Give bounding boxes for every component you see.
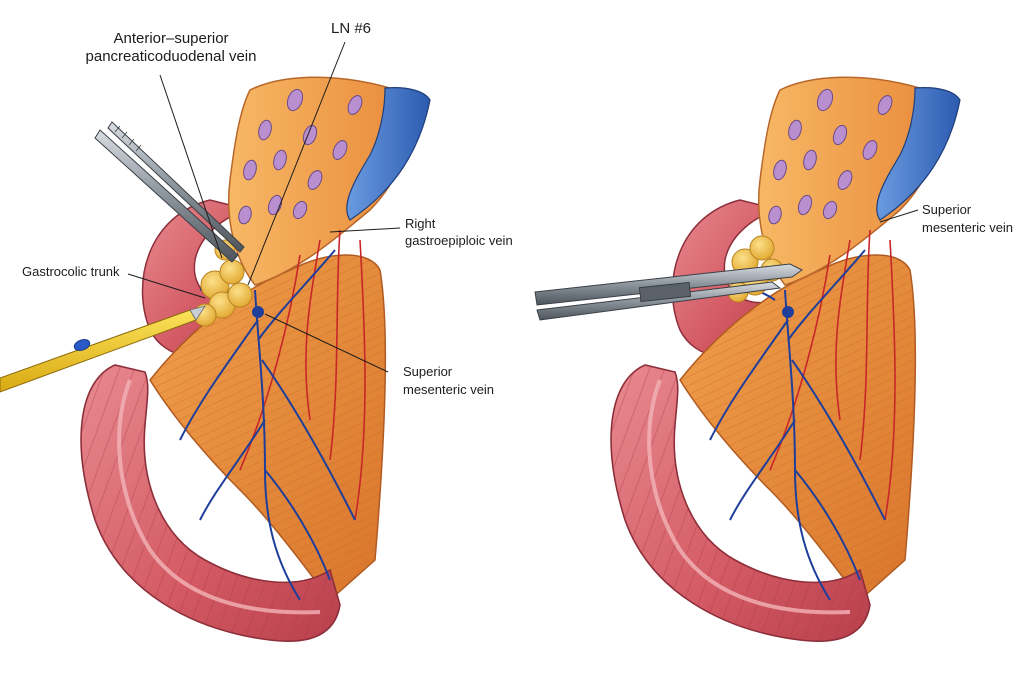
clamp-instrument <box>534 263 803 321</box>
label-ln6: LN #6 <box>331 20 372 37</box>
label-smv-right-line2: mesenteric vein <box>922 220 1014 235</box>
label-right-gastroepiploic-line2: gastroepiploic vein <box>405 233 513 248</box>
label-smv-left-line1: Superior <box>403 364 453 379</box>
right-panel-anatomy <box>609 75 962 644</box>
label-right-gastroepiploic-line1: Right <box>405 216 436 231</box>
label-smv-left-line2: mesenteric vein <box>403 382 495 397</box>
left-panel-anatomy <box>0 41 432 644</box>
right-leader-lines <box>879 209 919 223</box>
label-anterior-superior-line1: Anterior–superior <box>113 30 229 47</box>
label-anterior-superior-line2: pancreaticoduodenal vein <box>85 48 257 65</box>
label-smv-right-line1: Superior <box>922 202 972 217</box>
label-gastrocolic-trunk: Gastrocolic trunk <box>22 264 120 279</box>
electrocautery-instrument <box>0 305 206 393</box>
forceps-instrument <box>94 121 245 263</box>
left-leader-lines <box>127 41 401 373</box>
